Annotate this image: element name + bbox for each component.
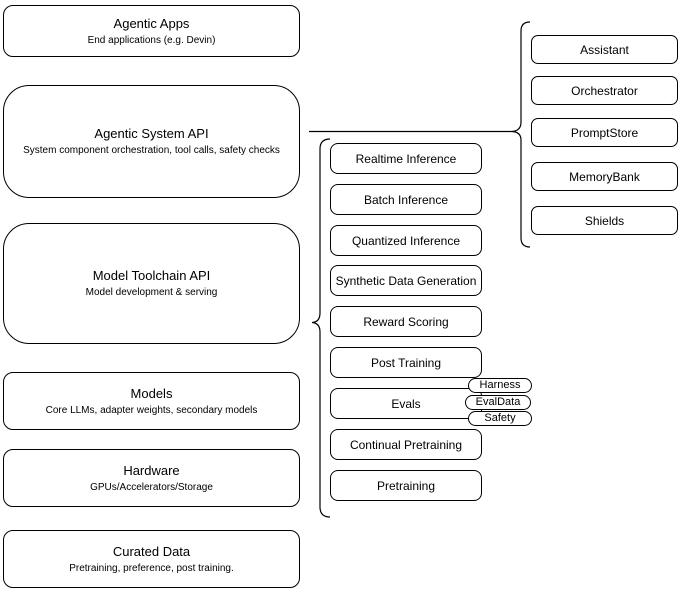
layer-title: Model Toolchain API	[92, 268, 211, 283]
toolchain-item-evals: Evals	[330, 388, 482, 419]
layer-curated-data: Curated Data Pretraining, preference, po…	[3, 530, 300, 588]
component-shields: Shields	[531, 206, 678, 235]
toolchain-item-reward-scoring: Reward Scoring	[330, 306, 482, 337]
component-memorybank: MemoryBank	[531, 162, 678, 191]
layer-models: Models Core LLMs, adapter weights, secon…	[3, 372, 300, 430]
layer-agentic-system-api: Agentic System API System component orch…	[3, 85, 300, 198]
layer-subtitle: System component orchestration, tool cal…	[23, 145, 280, 156]
eval-tag-evaldata: EvalData	[465, 395, 531, 410]
layer-hardware: Hardware GPUs/Accelerators/Storage	[3, 449, 300, 507]
toolchain-item-synthetic-data-generation: Synthetic Data Generation	[330, 265, 482, 296]
toolchain-item-realtime-inference: Realtime Inference	[330, 143, 482, 174]
components-brace-icon	[511, 21, 531, 248]
toolchain-item-continual-pretraining: Continual Pretraining	[330, 429, 482, 460]
eval-tag-safety: Safety	[468, 411, 532, 426]
layer-title: Curated Data	[112, 543, 191, 559]
toolchain-item-pretraining: Pretraining	[330, 470, 482, 501]
layer-title: Agentic Apps	[113, 15, 190, 31]
layer-subtitle: End applications (e.g. Devin)	[87, 34, 216, 46]
layer-title: Hardware	[123, 462, 180, 478]
layer-subtitle: Core LLMs, adapter weights, secondary mo…	[45, 404, 258, 416]
toolchain-item-batch-inference: Batch Inference	[330, 184, 482, 215]
layer-model-toolchain-api: Model Toolchain API Model development & …	[3, 223, 300, 344]
component-orchestrator: Orchestrator	[531, 76, 678, 105]
layer-title: Agentic System API	[94, 126, 209, 141]
toolchain-item-post-training: Post Training	[330, 347, 482, 378]
layer-agentic-apps: Agentic Apps End applications (e.g. Devi…	[3, 5, 300, 57]
component-promptstore: PromptStore	[531, 118, 678, 147]
layer-subtitle: Pretraining, preference, post training.	[69, 562, 234, 574]
toolchain-brace-icon	[311, 138, 331, 518]
component-assistant: Assistant	[531, 35, 678, 64]
layer-title: Models	[130, 385, 173, 401]
eval-tag-harness: Harness	[468, 378, 532, 393]
toolchain-item-quantized-inference: Quantized Inference	[330, 225, 482, 256]
layer-subtitle: GPUs/Accelerators/Storage	[90, 481, 213, 493]
layer-subtitle: Model development & serving	[85, 287, 218, 298]
